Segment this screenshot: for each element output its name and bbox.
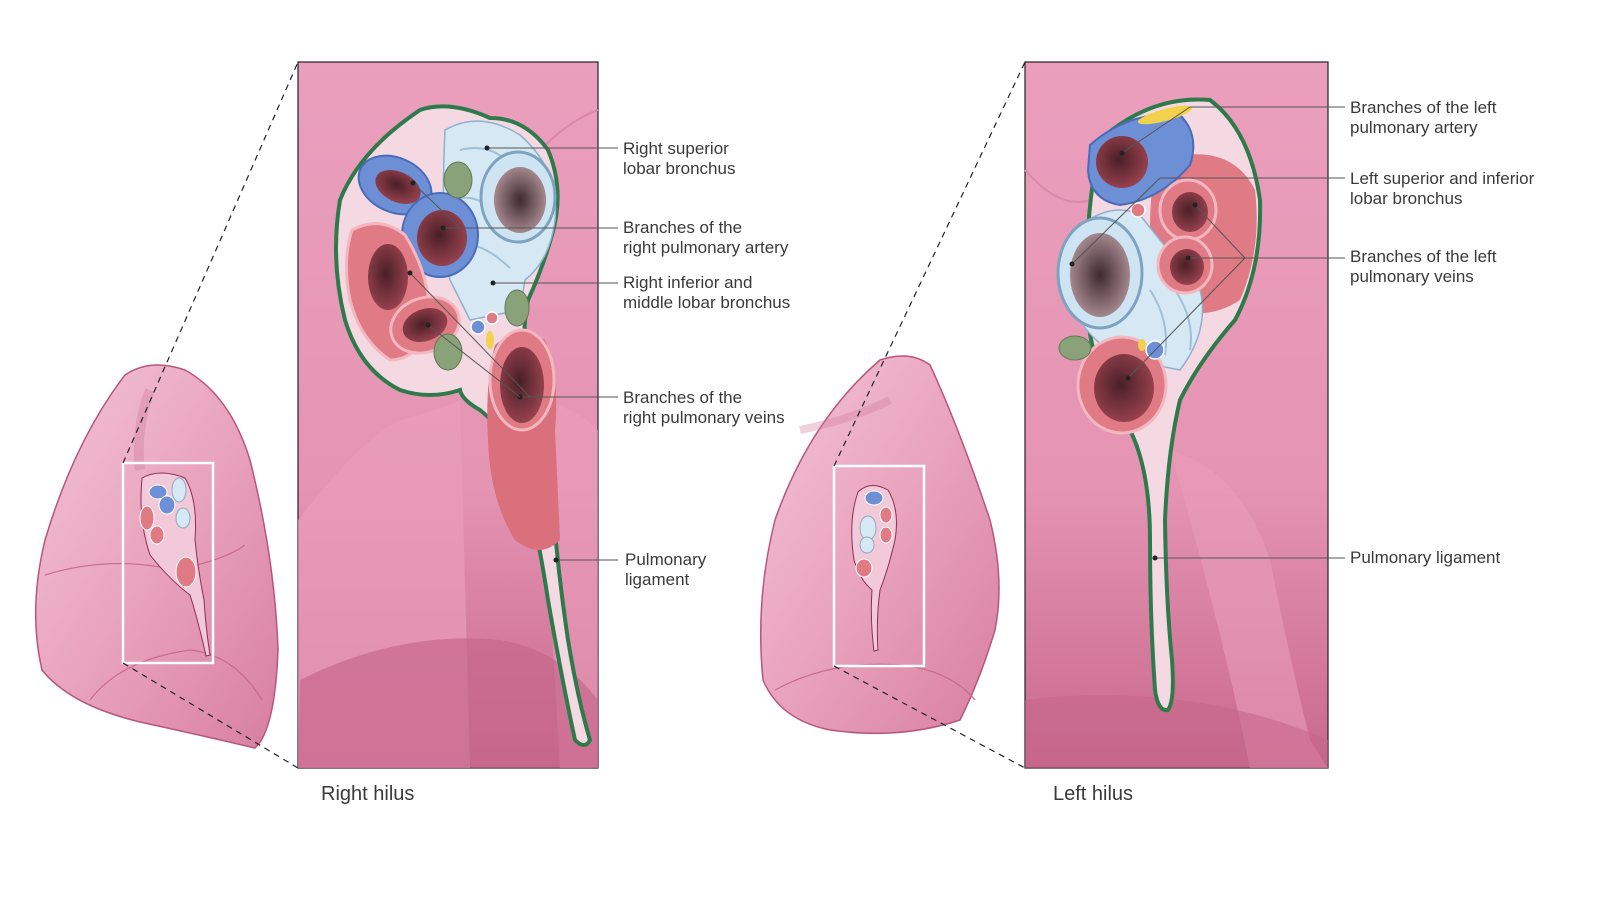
caption-left-hilus: Left hilus [1053,783,1133,805]
label-left-pulmonary-veins-line1: Branches of the left [1350,247,1497,266]
left-lung-overview [759,355,1000,735]
label-right-pulmonary-veins: Branches of the right pulmonary veins [623,388,785,427]
label-right-pulmonary-artery-line2: right pulmonary artery [623,238,789,257]
label-left-pulmonary-artery: Branches of the left pulmonary artery [1350,98,1501,137]
right-lung-overview [34,364,279,749]
label-right-ligament-line2: ligament [625,570,690,589]
label-left-pulmonary-veins: Branches of the left pulmonary veins [1350,247,1501,286]
label-left-ligament-line1: Pulmonary ligament [1350,548,1501,567]
label-left-ligament: Pulmonary ligament [1350,548,1501,567]
zoom-line-top-left [833,61,1026,467]
label-left-lobar-bronchus-line1: Left superior and inferior [1350,169,1535,188]
label-right-inferior-bronchus-line2: middle lobar bronchus [623,293,790,312]
label-left-pulmonary-artery-line2: pulmonary artery [1350,118,1478,137]
label-left-lobar-bronchus: Left superior and inferior lobar bronchu… [1350,169,1539,208]
label-left-lobar-bronchus-line2: lobar bronchus [1350,189,1462,208]
label-right-inferior-bronchus-line1: Right inferior and [623,273,752,292]
left-leaders [1069,106,1345,561]
label-right-superior-bronchus-line1: Right superior [623,139,729,158]
label-right-pulmonary-veins-line2: right pulmonary veins [623,408,785,427]
caption-right-hilus: Right hilus [321,783,414,805]
zoom-line-bottom [122,662,299,769]
label-right-superior-bronchus: Right superior lobar bronchus [623,139,735,178]
label-left-pulmonary-artery-line1: Branches of the left [1350,98,1497,117]
zoom-line-bottom-left [833,665,1026,769]
label-right-superior-bronchus-line2: lobar bronchus [623,159,735,178]
label-right-ligament: Pulmonary ligament [625,550,711,589]
left-hilus-panel [1024,61,1329,769]
label-right-pulmonary-veins-line1: Branches of the [623,388,742,407]
label-right-ligament-line1: Pulmonary [625,550,707,569]
label-left-pulmonary-veins-line2: pulmonary veins [1350,267,1474,286]
label-right-pulmonary-artery-line1: Branches of the [623,218,742,237]
label-right-inferior-bronchus: Right inferior and middle lobar bronchus [623,273,790,312]
right-leaders [407,145,618,563]
right-hilus-panel [297,61,599,769]
label-right-pulmonary-artery: Branches of the right pulmonary artery [623,218,789,257]
zoom-line-top [122,61,299,464]
